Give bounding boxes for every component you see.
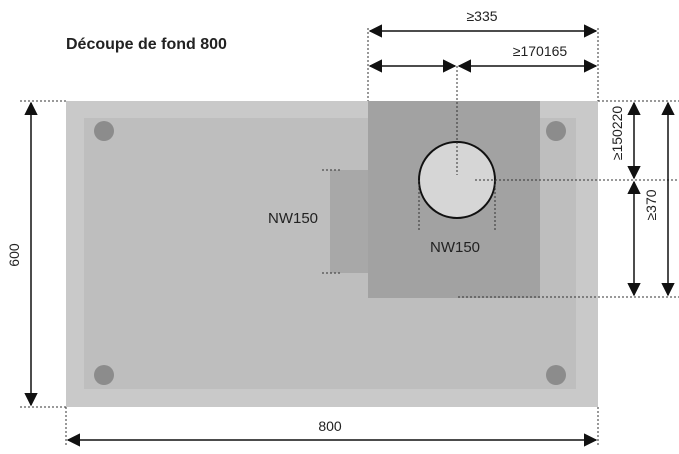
label-side-outlet: NW150 — [268, 210, 318, 227]
label-round-outlet: NW150 — [430, 239, 480, 256]
dim-right-mid: ≥370 — [643, 189, 659, 220]
corner-hole-top-left — [94, 121, 114, 141]
dim-top-right: ≥170165 — [513, 43, 568, 59]
guide-lines — [20, 28, 679, 445]
drawing-title: Découpe de fond 800 — [66, 36, 227, 53]
corner-hole-top-right — [546, 121, 566, 141]
dim-bottom-width: 800 — [318, 418, 342, 434]
dim-right-small: ≥150220 — [609, 106, 625, 161]
side-outlet — [330, 170, 368, 273]
corner-hole-bottom-left — [94, 365, 114, 385]
dimension-lines — [24, 24, 675, 447]
dim-top-overall: ≥335 — [466, 8, 497, 24]
corner-hole-bottom-right — [546, 365, 566, 385]
dim-left-height: 600 — [6, 243, 22, 267]
